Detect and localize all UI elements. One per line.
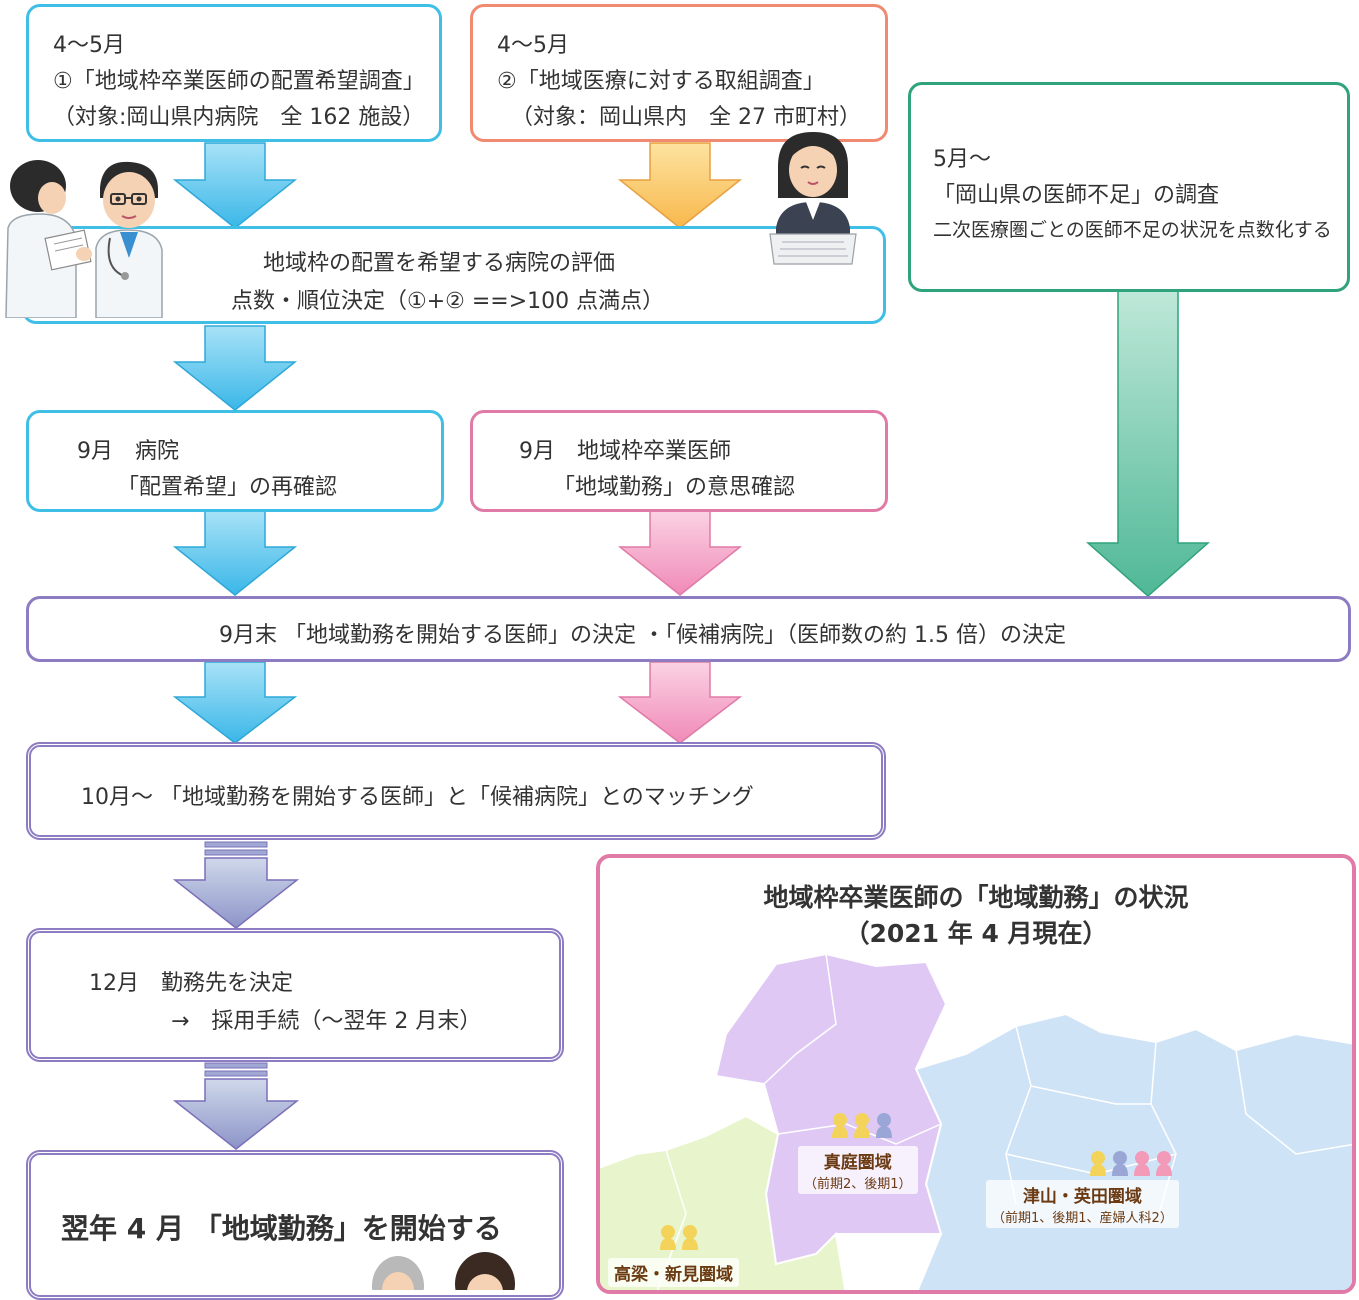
- status-title-line1: 地域枠卒業医師の「地域勤務」の状況: [763, 883, 1189, 912]
- survey1-target: （対象:岡山県内病院 全 162 施設）: [53, 105, 425, 130]
- region-map: [600, 952, 1352, 1290]
- workplace-line2: → 採用手続（～翌年 2 月末）: [171, 1009, 482, 1034]
- region-label-takahashi: 高梁・新見圏域: [608, 1258, 739, 1287]
- evaluation-line2: 点数・順位決定（①+② ==>100 点満点）: [231, 289, 665, 314]
- survey1-period: 4～5月: [53, 33, 125, 58]
- arrow-evaluation-to-hospital: [172, 325, 298, 411]
- start-box: 翌年 4 月 「地域勤務」を開始する: [26, 1150, 564, 1300]
- person-icon: [832, 1113, 848, 1138]
- status-panel: 地域枠卒業医師の「地域勤務」の状況 （2021 年 4 月現在） 真庭圏域: [596, 854, 1356, 1294]
- matching-box: 10月～ 「地域勤務を開始する医師」と「候補病院」とのマッチング: [26, 742, 886, 840]
- arrow-decision-to-matching-pink: [617, 661, 743, 744]
- survey2-box: 4～5月 ②「地域医療に対する取組調査」 （対象：岡山県内 全 27 市町村）: [470, 4, 888, 142]
- region-label-maniwa: 真庭圏域 （前期2、後期1）: [798, 1146, 918, 1194]
- region-name-takahashi: 高梁・新見圏域: [614, 1265, 733, 1285]
- arrow-survey1-to-evaluation: [172, 142, 298, 229]
- doctor-confirm-line1: 9月 地域枠卒業医師: [519, 439, 731, 464]
- survey1-box: 4～5月 ①「地域枠卒業医師の配置希望調査」 （対象:岡山県内病院 全 162 …: [26, 4, 442, 142]
- shortage-box: 5月～ 「岡山県の医師不足」の調査 二次医療圏ごとの医師不足の状況を点数化する: [908, 82, 1350, 292]
- arrow-shortage-to-decision: [1086, 289, 1210, 598]
- survey2-title: ②「地域医療に対する取組調査」: [497, 69, 825, 94]
- arrow-decision-to-matching: [172, 661, 298, 744]
- shortage-period: 5月～: [933, 147, 991, 172]
- staff-illustration: [769, 132, 857, 265]
- arrow-matching-to-workplace: [172, 841, 300, 929]
- person-icon: [1134, 1151, 1150, 1176]
- survey2-period: 4～5月: [497, 33, 569, 58]
- arrow-hospital-to-decision: [172, 510, 298, 596]
- decision-box: 9月末 「地域勤務を開始する医師」の決定 ・「候補病院」（医師数の約 1.5 倍…: [26, 596, 1351, 662]
- doctors-illustration: [5, 160, 163, 318]
- status-title-line2: （2021 年 4 月現在）: [844, 919, 1108, 948]
- start-text: 翌年 4 月 「地域勤務」を開始する: [61, 1212, 502, 1245]
- decision-text: 9月末 「地域勤務を開始する医師」の決定 ・「候補病院」（医師数の約 1.5 倍…: [219, 623, 1066, 648]
- region-detail-maniwa: （前期2、後期1）: [804, 1177, 912, 1192]
- arrow-doctor-to-decision: [617, 510, 743, 596]
- doctor-confirm-box: 9月 地域枠卒業医師 「地域勤務」の意思確認: [470, 410, 888, 512]
- survey1-title: ①「地域枠卒業医師の配置希望調査」: [53, 69, 425, 94]
- evaluation-box: 地域枠の配置を希望する病院の評価 点数・順位決定（①+② ==>100 点満点）: [22, 226, 886, 324]
- matching-text: 10月～ 「地域勤務を開始する医師」と「候補病院」とのマッチング: [81, 785, 754, 810]
- workplace-line1: 12月 勤務先を決定: [89, 971, 293, 996]
- person-icon: [854, 1113, 870, 1138]
- maniwa-doctor-icons: [832, 1113, 892, 1138]
- people-illustration: [372, 1252, 515, 1290]
- person-icon: [1090, 1151, 1106, 1176]
- shortage-note: 二次医療圏ごとの医師不足の状況を点数化する: [933, 219, 1332, 241]
- person-icon: [1112, 1151, 1128, 1176]
- hospital-confirm-line1: 9月 病院: [77, 439, 179, 464]
- hospital-confirm-box: 9月 病院 「配置希望」の再確認: [26, 410, 444, 512]
- person-icon: [1156, 1151, 1172, 1176]
- person-icon: [682, 1225, 698, 1250]
- region-detail-tsuyama: （前期1、後期1、産婦人科2）: [992, 1211, 1173, 1226]
- workplace-box: 12月 勤務先を決定 → 採用手続（～翌年 2 月末）: [26, 928, 564, 1062]
- region-label-tsuyama: 津山・英田圏域 （前期1、後期1、産婦人科2）: [986, 1180, 1179, 1228]
- region-name-maniwa: 真庭圏域: [823, 1153, 892, 1173]
- region-name-tsuyama: 津山・英田圏域: [1022, 1187, 1142, 1207]
- hospital-confirm-line2: 「配置希望」の再確認: [117, 475, 338, 500]
- tsuyama-doctor-icons: [1090, 1151, 1172, 1176]
- person-icon: [876, 1113, 892, 1138]
- survey2-target: （対象：岡山県内 全 27 市町村）: [511, 105, 861, 130]
- person-icon: [660, 1225, 676, 1250]
- evaluation-line1: 地域枠の配置を希望する病院の評価: [263, 251, 616, 276]
- doctor-confirm-line2: 「地域勤務」の意思確認: [553, 475, 796, 500]
- shortage-title: 「岡山県の医師不足」の調査: [933, 183, 1220, 208]
- takahashi-doctor-icons: [660, 1225, 698, 1250]
- arrow-survey2-to-evaluation: [617, 142, 743, 229]
- arrow-workplace-to-start: [172, 1062, 300, 1150]
